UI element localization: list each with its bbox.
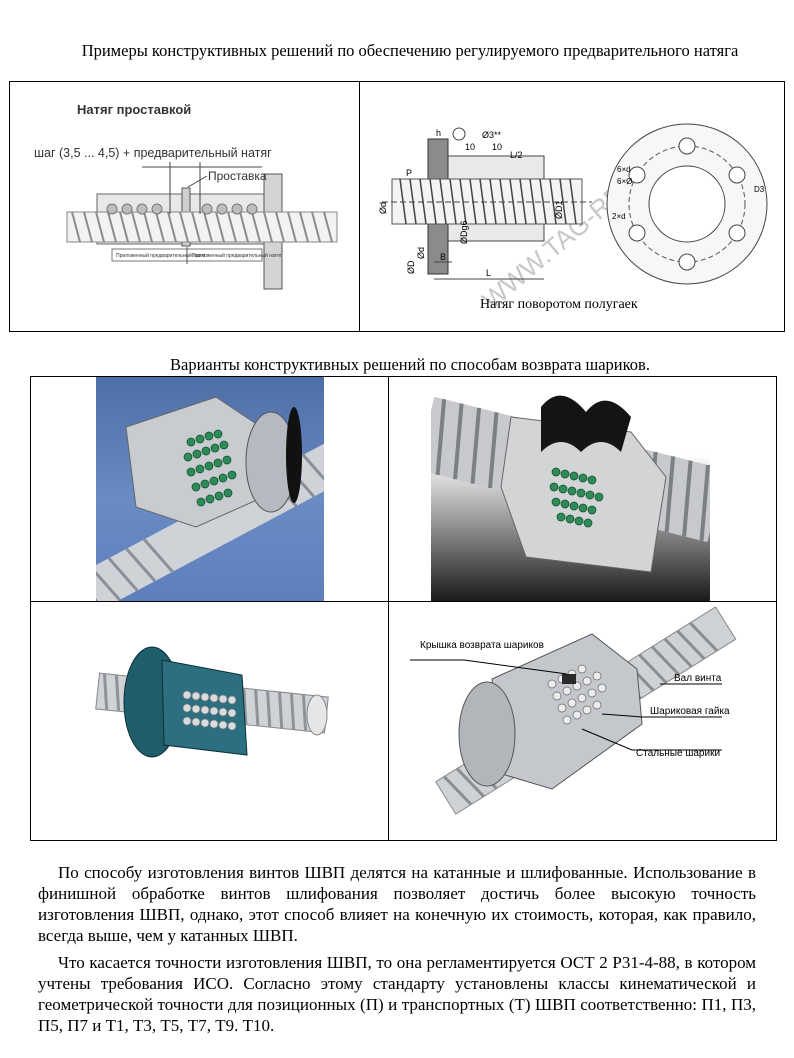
dim-bolt-hole: 6×Ø: [617, 177, 632, 186]
half-nut-drawing: WWW.TAG-RET.COM h 10 10 Ø3** L/2 P Ød Ød…: [378, 123, 768, 315]
dim-d1: Ød: [378, 202, 388, 214]
spacer-label: Проставка: [208, 169, 267, 183]
dim-half-L: L/2: [510, 150, 523, 160]
screw-shaft: [66, 211, 338, 243]
dim-d2: Ød: [416, 247, 426, 259]
paragraph-manufacturing: По способу изготовления винтов ШВП делят…: [38, 862, 756, 946]
dim-Dg6: ØDg6: [459, 220, 469, 244]
label-shaft: Вал винта: [674, 673, 722, 684]
dim-10b: 10: [492, 142, 502, 152]
ball-nut-image-1: [96, 377, 324, 601]
spacer-preload-diagram: Натяг проставкой шаг (3,5 ... 4,5) + пре…: [12, 84, 356, 329]
flange-4: [458, 681, 516, 787]
dim-B-label: B: [440, 252, 446, 262]
dim-2d: 2×d: [612, 212, 626, 221]
dim-hole: Ø3**: [482, 130, 502, 140]
ball-nut-image-4: Крышка возврата шариков Вал винта Шарико…: [392, 604, 774, 838]
dim-P: P: [406, 168, 412, 178]
section-title-return: Варианты конструктивных решений по спосо…: [170, 355, 650, 374]
ball-return-table: [30, 376, 777, 841]
flange-bore: [648, 165, 726, 243]
ball-nut-image-2: [431, 377, 710, 601]
leader-lines: [410, 659, 722, 751]
label-nut: Шариковая гайка: [650, 706, 730, 717]
ball-return-hdivider: [30, 601, 777, 602]
dim-L-label: L: [486, 268, 491, 278]
tolerance-symbol: [452, 127, 466, 141]
nut-4-body: [491, 633, 643, 790]
half-nut-preload-diagram: WWW.TAG-RET.COM h 10 10 Ø3** L/2 P Ød Ød…: [362, 84, 782, 329]
dim-bolt-d: 6×d: [617, 165, 631, 174]
spacer-preload-drawing: Натяг проставкой шаг (3,5 ... 4,5) + пре…: [34, 102, 338, 290]
balls-3: [182, 690, 237, 731]
ball-nut-drawing-2: [431, 395, 710, 573]
dim-D: ØD: [406, 260, 416, 274]
ball-nut-drawing-3: [95, 646, 329, 758]
balls: [106, 203, 258, 215]
ball-nut-drawing-1: [96, 396, 324, 601]
paragraph-2-text: Что касается точности изготовления ШВП, …: [38, 953, 756, 1035]
screw-3-threads: [102, 673, 308, 732]
preload-table-divider: [359, 81, 360, 332]
paragraph-accuracy: Что касается точности изготовления ШВП, …: [38, 952, 756, 1036]
screw-3-end: [306, 694, 328, 736]
dim-D1: ØD1: [554, 200, 564, 219]
preload-table: [9, 81, 785, 332]
ball-nut-image-3: [92, 640, 332, 780]
step-label: шаг (3,5 ... 4,5) + предварительный натя…: [34, 146, 272, 160]
spacer-leader: [187, 175, 208, 188]
balls-1: [183, 429, 237, 507]
balls-2: [549, 467, 604, 528]
thread-lines: [71, 211, 333, 243]
preload-label-left: Приложенный предварительный натяг: [116, 252, 206, 259]
dim-10a: 10: [465, 142, 475, 152]
section-title-preload: Примеры конструктивных решений по обеспе…: [81, 41, 739, 60]
nut-1-seal: [286, 407, 302, 503]
ball-return-vdivider: [388, 376, 389, 841]
spacer-heading: Натяг проставкой: [77, 102, 191, 117]
return-tubes: [541, 395, 631, 452]
ball-nut-drawing-4: Крышка возврата шариков Вал винта Шарико…: [410, 606, 737, 815]
paragraph-1-text: По способу изготовления винтов ШВП делят…: [38, 863, 756, 945]
half-nut-caption: Натяг поворотом полугаек: [480, 297, 638, 312]
label-cover: Крышка возврата шариков: [420, 640, 544, 651]
preload-label-right: Приложенный предварительный натяг: [192, 252, 282, 259]
dim-h: h: [436, 128, 441, 138]
label-balls: Стальные шарики: [636, 748, 720, 759]
return-cap: [562, 674, 576, 684]
dim-D3: D3: [754, 185, 765, 194]
bolt-holes: [628, 137, 746, 271]
